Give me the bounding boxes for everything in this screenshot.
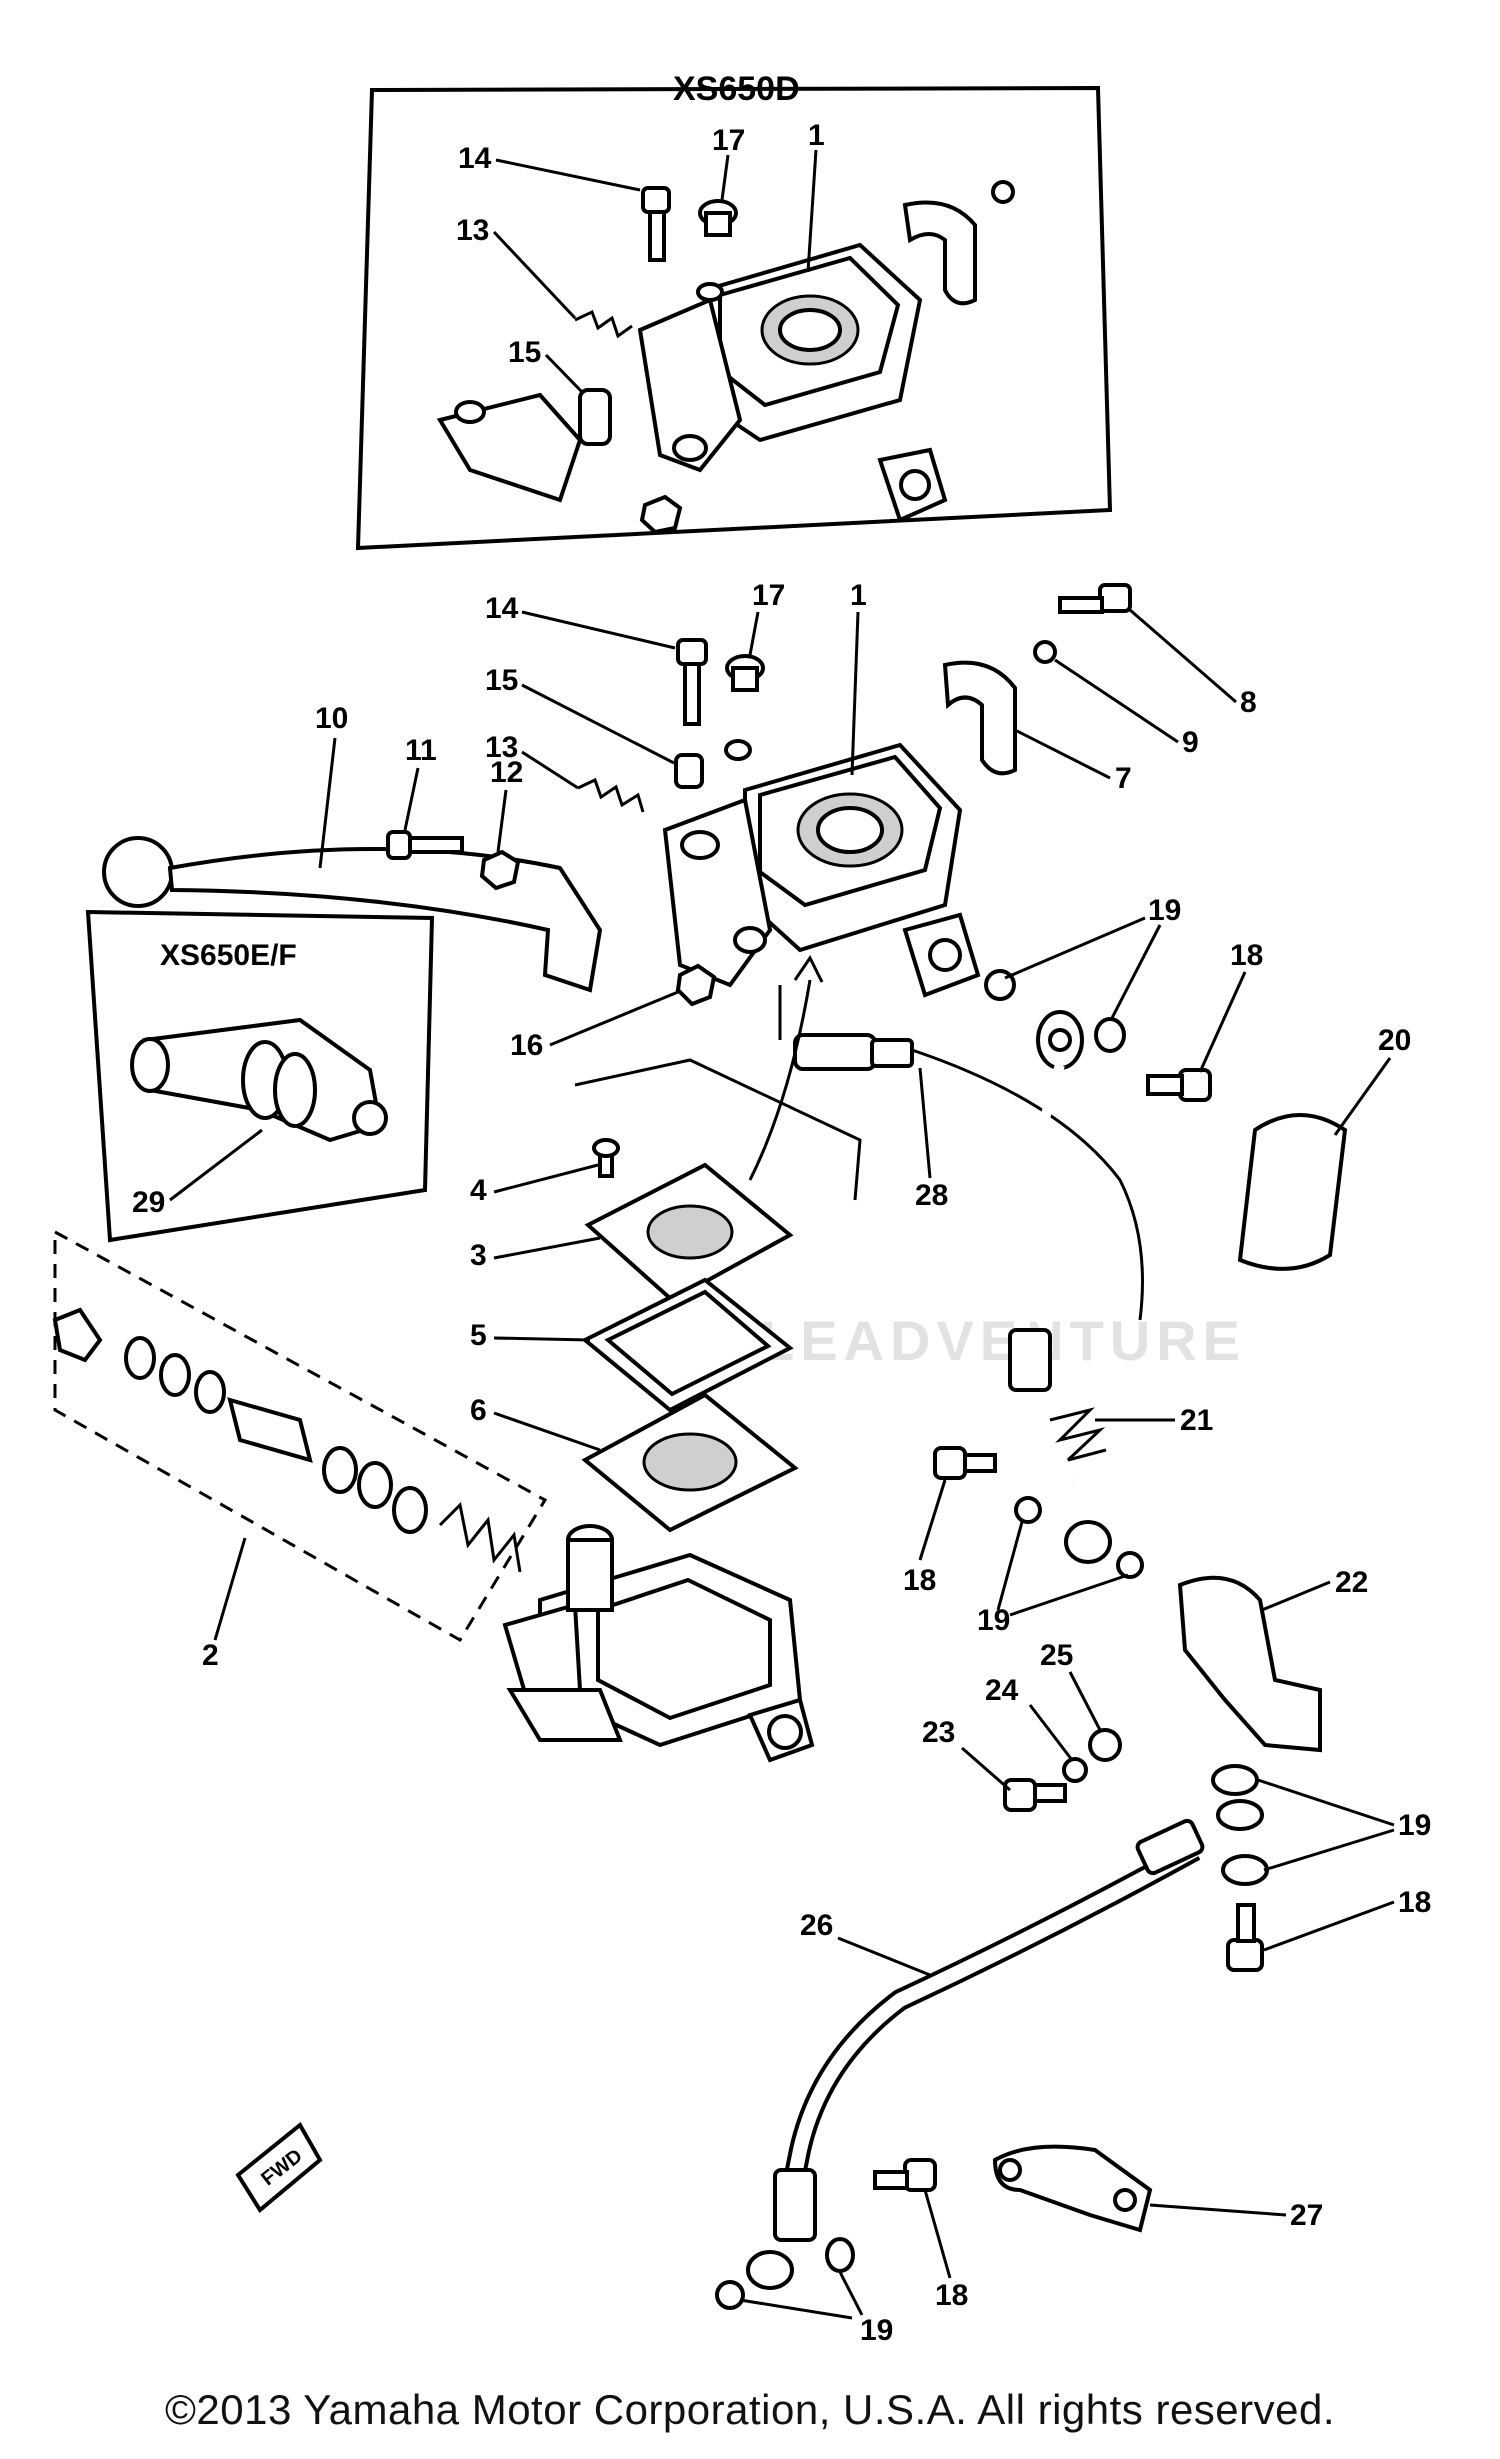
watermark: LEADVENTURE <box>760 1309 1246 1372</box>
callouts: 1 14 17 15 13 10 11 12 16 8 9 7 19 18 20… <box>132 579 1431 2347</box>
callout-20: 20 <box>1378 1024 1411 1057</box>
callout-4: 4 <box>470 1174 487 1207</box>
callout-3: 3 <box>470 1239 487 1272</box>
inset-xs650d-label: XS650D <box>673 70 800 108</box>
inset-callout-1: 1 <box>808 119 825 152</box>
callout-14: 14 <box>485 592 519 625</box>
callout-24: 24 <box>985 1674 1019 1707</box>
callout-28: 28 <box>915 1179 948 1212</box>
callout-18d: 18 <box>935 2279 968 2312</box>
master-cylinder-assembly <box>662 742 981 998</box>
callout-26: 26 <box>800 1909 833 1942</box>
callout-25: 25 <box>1040 1639 1073 1672</box>
callout-9: 9 <box>1182 726 1199 759</box>
callout-23: 23 <box>922 1716 955 1749</box>
callout-2: 2 <box>202 1639 219 1672</box>
callout-1: 1 <box>850 579 867 612</box>
copyright-notice: ©2013 Yamaha Motor Corporation, U.S.A. A… <box>164 2386 1336 2433</box>
callout-19d: 19 <box>860 2314 893 2347</box>
inset-xs650ef: XS650E/F <box>85 909 435 1243</box>
callout-10: 10 <box>315 702 348 735</box>
callout-18b: 18 <box>903 1564 936 1597</box>
inset-master-cylinder <box>637 242 948 523</box>
callout-27: 27 <box>1290 2199 1323 2232</box>
callout-19a: 19 <box>1148 894 1181 927</box>
inset-xs650ef-label: XS650E/F <box>160 939 297 972</box>
callout-21: 21 <box>1180 1404 1213 1437</box>
callout-13: 13 <box>485 731 518 764</box>
callout-18a: 18 <box>1230 939 1263 972</box>
inset-callout-17: 17 <box>712 124 745 157</box>
callout-8: 8 <box>1240 686 1257 719</box>
callout-19c: 19 <box>1398 1809 1431 1842</box>
callout-17: 17 <box>752 579 785 612</box>
callout-6: 6 <box>470 1394 487 1427</box>
callout-15: 15 <box>485 664 518 697</box>
inset-callout-15: 15 <box>508 336 541 369</box>
callout-29: 29 <box>132 1186 165 1219</box>
callout-5: 5 <box>470 1319 487 1352</box>
callout-11: 11 <box>405 734 437 767</box>
callout-7: 7 <box>1115 762 1132 795</box>
callout-22: 22 <box>1335 1566 1368 1599</box>
callout-16: 16 <box>510 1029 543 1062</box>
forward-direction-marker: FWD <box>235 2121 323 2214</box>
reservoir-kit <box>574 1058 862 1533</box>
callout-18c: 18 <box>1398 1886 1431 1919</box>
callout-19b: 19 <box>977 1604 1010 1637</box>
inset-callout-14: 14 <box>458 142 492 175</box>
inset-xs650d: XS650D 1 14 <box>355 70 1113 551</box>
master-cylinder-body <box>502 1524 815 1763</box>
callout-12: 12 <box>490 756 523 789</box>
inset-callout-13: 13 <box>456 214 489 247</box>
piston-kit <box>52 1229 548 1643</box>
